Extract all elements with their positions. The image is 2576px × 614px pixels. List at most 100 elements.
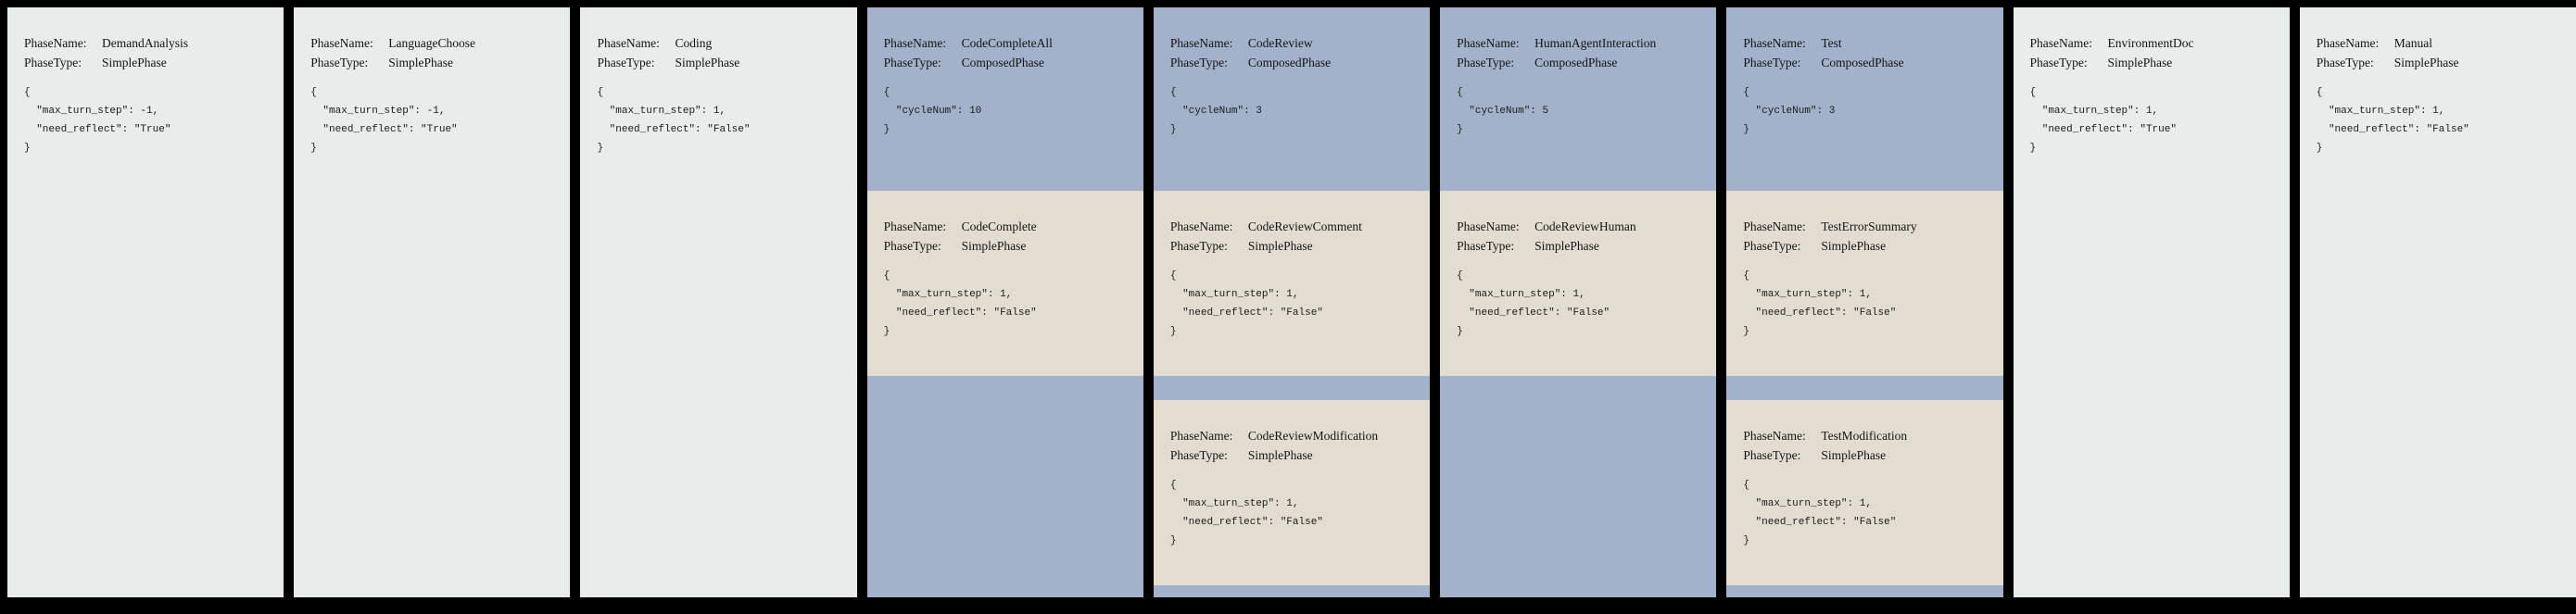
phase-type-label: PhaseType: [1457, 56, 1515, 69]
phase-attr-line: PhaseType: SimplePhase [597, 53, 843, 72]
phase-name-label: PhaseName: [1169, 219, 1233, 233]
phase-name-label: PhaseName: [2029, 36, 2093, 50]
phase-name-value: TestModification [1821, 429, 1908, 443]
phase-name-label: PhaseName: [597, 36, 660, 50]
phase-attr-line: PhaseType: SimplePhase [310, 53, 557, 72]
phase-type-label: PhaseType: [24, 56, 82, 69]
phase-config-json: { "max_turn_step": -1, "need_reflect": "… [24, 87, 171, 154]
phase-type-label: PhaseType: [883, 56, 941, 69]
phase-config-json: { "cycleNum": 10 } [883, 87, 982, 135]
phase-type-label: PhaseType: [310, 56, 369, 69]
phase-name-value: Test [1821, 36, 1842, 50]
phase-type-label: PhaseType: [1743, 239, 1801, 253]
phase-name-value: HumanAgentInteraction [1534, 36, 1657, 50]
phase-attr-line: PhaseName:CodeReviewModification [1170, 426, 1417, 445]
phase-attr-line: PhaseName: CodeReviewComment [1170, 217, 1417, 236]
phase-attr-line: PhaseType:SimplePhase [884, 236, 1130, 256]
phase-attr-line: PhaseName: Test [1743, 33, 1989, 53]
phase-type-value: ComposedPhase [961, 56, 1044, 69]
phase-name-label: PhaseName: [1169, 429, 1233, 443]
phase-name-value: Manual [2393, 36, 2432, 50]
phase-name-label: PhaseName: [24, 36, 87, 50]
phase-attr-line: PhaseType: SimplePhase [1743, 236, 1989, 256]
phase-type-value: SimplePhase [2107, 56, 2173, 69]
phase-type-value: SimplePhase [388, 56, 453, 69]
phase-attr-line: PhaseName: DemandAnalysis [24, 33, 271, 53]
phase-type-label: PhaseType: [2316, 56, 2374, 69]
phase-type-value: SimplePhase [102, 56, 167, 69]
phase-name-value: CodeReviewHuman [1534, 219, 1636, 233]
phase-attr-line: PhaseName:HumanAgentInteraction [1457, 33, 1703, 53]
phase-name-label: PhaseName: [883, 36, 947, 50]
phase-attr-line: PhaseType:SimplePhase [1170, 236, 1417, 256]
phase-name-value: DemandAnalysis [102, 36, 188, 50]
phase-type-label: PhaseType: [1457, 239, 1515, 253]
phase-name-label: PhaseName: [1457, 219, 1520, 233]
phase-config-json: { "max_turn_step": 1, "need_reflect": "F… [1457, 270, 1610, 337]
phase-type-label: PhaseType: [1743, 56, 1801, 69]
phase-config-json: { "max_turn_step": -1, "need_reflect": "… [310, 87, 458, 154]
phase-config-json: { "max_turn_step": 1, "need_reflect": "F… [1743, 480, 1897, 546]
phase-name-label: PhaseName: [1743, 219, 1806, 233]
phase-name-value: CodeComplete [961, 219, 1037, 233]
phase-attr-line: PhaseType: ComposedPhase [1170, 53, 1417, 72]
phase-attr-line: PhaseType:SimplePhase [2030, 53, 2277, 72]
phase-name-value: Coding [675, 36, 713, 50]
phase-type-label: PhaseType: [1743, 448, 1801, 462]
phase-type-value: SimplePhase [1247, 239, 1313, 253]
phase-attr-line: PhaseName: CodeReviewHuman [1457, 217, 1703, 236]
phase-type-value: ComposedPhase [1821, 56, 1904, 69]
phase-attr-line: PhaseType:SimplePhase [1743, 445, 1989, 465]
phase-name-label: PhaseName: [310, 36, 373, 50]
phase-config-json: { "max_turn_step": 1, "need_reflect": "F… [1169, 270, 1323, 337]
phase-type-value: SimplePhase [1247, 448, 1313, 462]
phase-config-json: { "max_turn_step": 1, "need_reflect": "T… [2029, 87, 2177, 154]
phase-type-label: PhaseType: [597, 56, 655, 69]
phase-config-json: { "cycleNum": 3 } [1743, 87, 1836, 135]
phase-attr-line: PhaseName:Manual [2317, 33, 2563, 53]
phase-attr-line: PhaseName:TestErrorSummary [1743, 217, 1989, 236]
phase-config-json: { "max_turn_step": 1, "need_reflect": "F… [597, 87, 751, 154]
phase-attr-line: PhaseType: ComposedPhase [884, 53, 1130, 72]
phase-type-value: SimplePhase [961, 239, 1027, 253]
phase-type-value: SimplePhase [2393, 56, 2459, 69]
phase-attr-line: PhaseType: SimplePhase [1457, 236, 1703, 256]
phase-name-label: PhaseName: [883, 219, 947, 233]
phase-type-label: PhaseType: [1169, 56, 1228, 69]
phase-attr-line: PhaseType: SimplePhase [24, 53, 271, 72]
phase-name-value: CodeReviewComment [1247, 219, 1362, 233]
phase-type-value: SimplePhase [1534, 239, 1599, 253]
phase-type-value: SimplePhase [1821, 239, 1887, 253]
phase-type-value: SimplePhase [675, 56, 740, 69]
phase-name-value: EnvironmentDoc [2107, 36, 2194, 50]
phase-type-value: ComposedPhase [1247, 56, 1332, 69]
phase-name-label: PhaseName: [1169, 36, 1233, 50]
phase-attr-line: PhaseName: CodeComplete [884, 217, 1130, 236]
phase-attr-line: PhaseName:LanguageChoose [310, 33, 557, 53]
phase-name-label: PhaseName: [1743, 36, 1806, 50]
